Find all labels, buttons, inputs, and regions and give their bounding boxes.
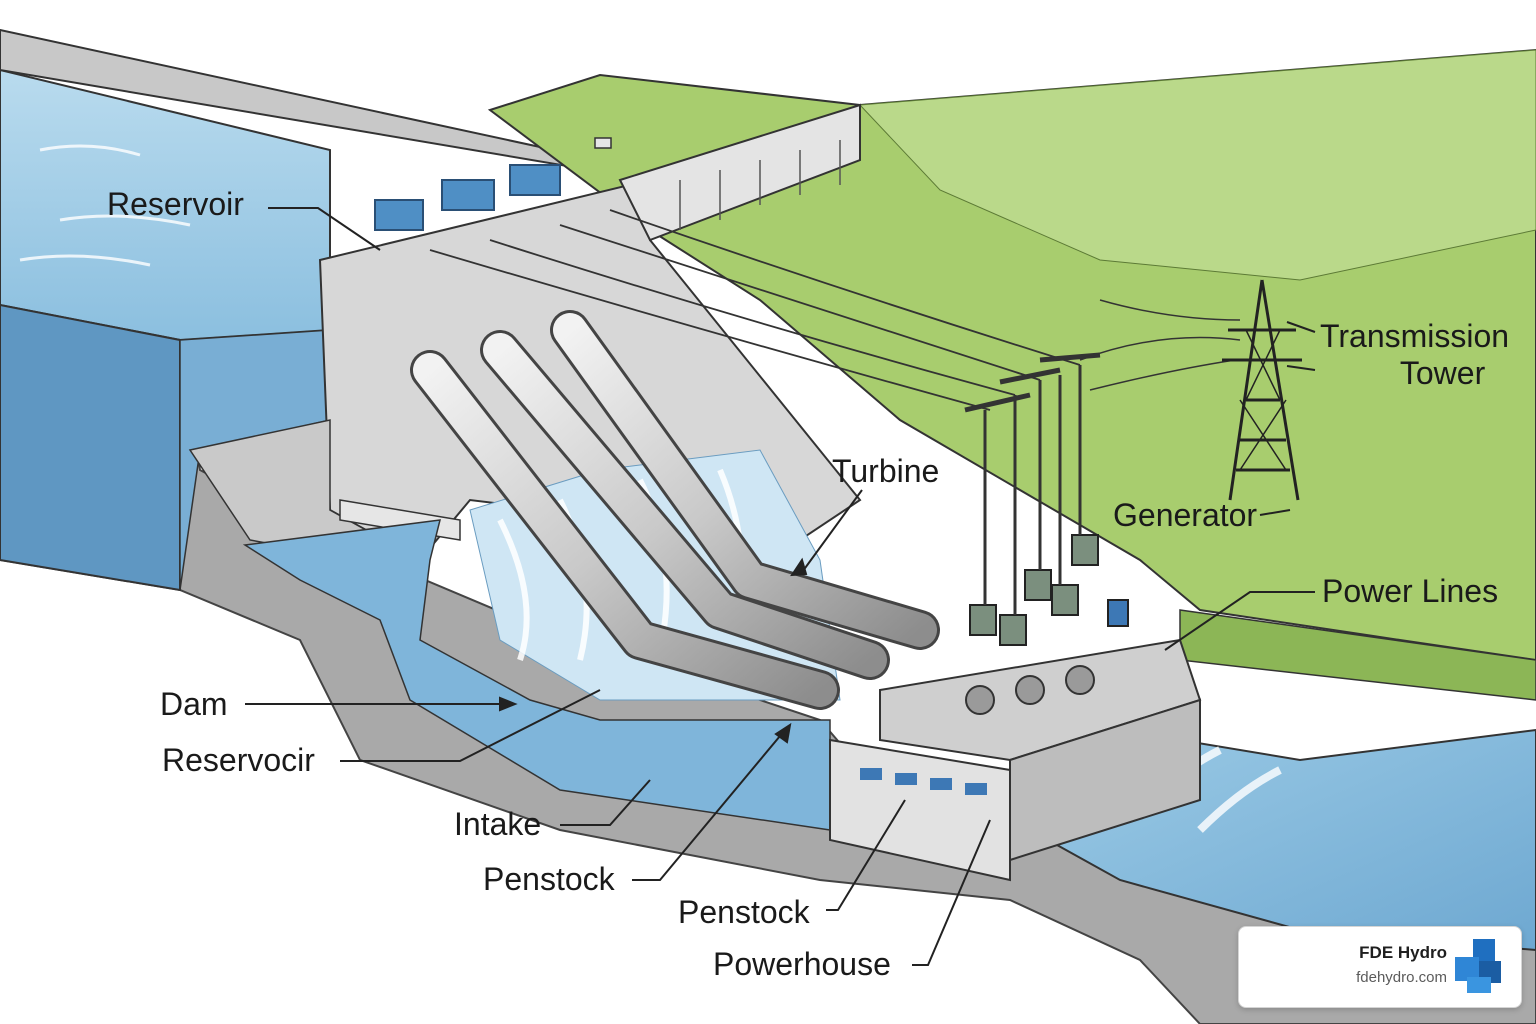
penstock-pipes xyxy=(410,310,940,710)
brand-card: FDE Hydro fdehydro.com xyxy=(1238,926,1522,1008)
leader-lines xyxy=(245,207,1316,966)
intake-gate-houses xyxy=(374,137,612,231)
label-power-lines: Power Lines xyxy=(1322,573,1499,609)
brand-url: fdehydro.com xyxy=(1356,969,1447,986)
label-intake: Intake xyxy=(454,806,542,842)
label-turbine: Turbine xyxy=(832,453,940,489)
grass-hillside xyxy=(487,48,1536,701)
label-dam: Dam xyxy=(160,686,228,722)
fde-hydro-logo-icon xyxy=(1455,939,1501,993)
label-penstock-1: Penstock xyxy=(483,861,615,897)
label-reservocir: Reservocir xyxy=(162,742,315,778)
label-generator: Generator xyxy=(1113,497,1258,533)
label-powerhouse: Powerhouse xyxy=(713,946,891,982)
brand-name: FDE Hydro xyxy=(1359,943,1447,962)
label-reservoir: Reservoir xyxy=(107,186,244,222)
label-transmission-line1: Transmission xyxy=(1320,318,1510,354)
label-transmission-tower: Transmission Tower xyxy=(1320,318,1509,392)
label-penstock-2: Penstock xyxy=(678,894,810,930)
reservoir-water xyxy=(0,68,331,592)
power-lines xyxy=(429,209,1241,615)
transmission-tower xyxy=(1222,279,1302,501)
powerhouse-building xyxy=(829,638,1202,882)
label-tower-line2: Tower xyxy=(1399,354,1486,391)
generator-units xyxy=(969,534,1129,646)
